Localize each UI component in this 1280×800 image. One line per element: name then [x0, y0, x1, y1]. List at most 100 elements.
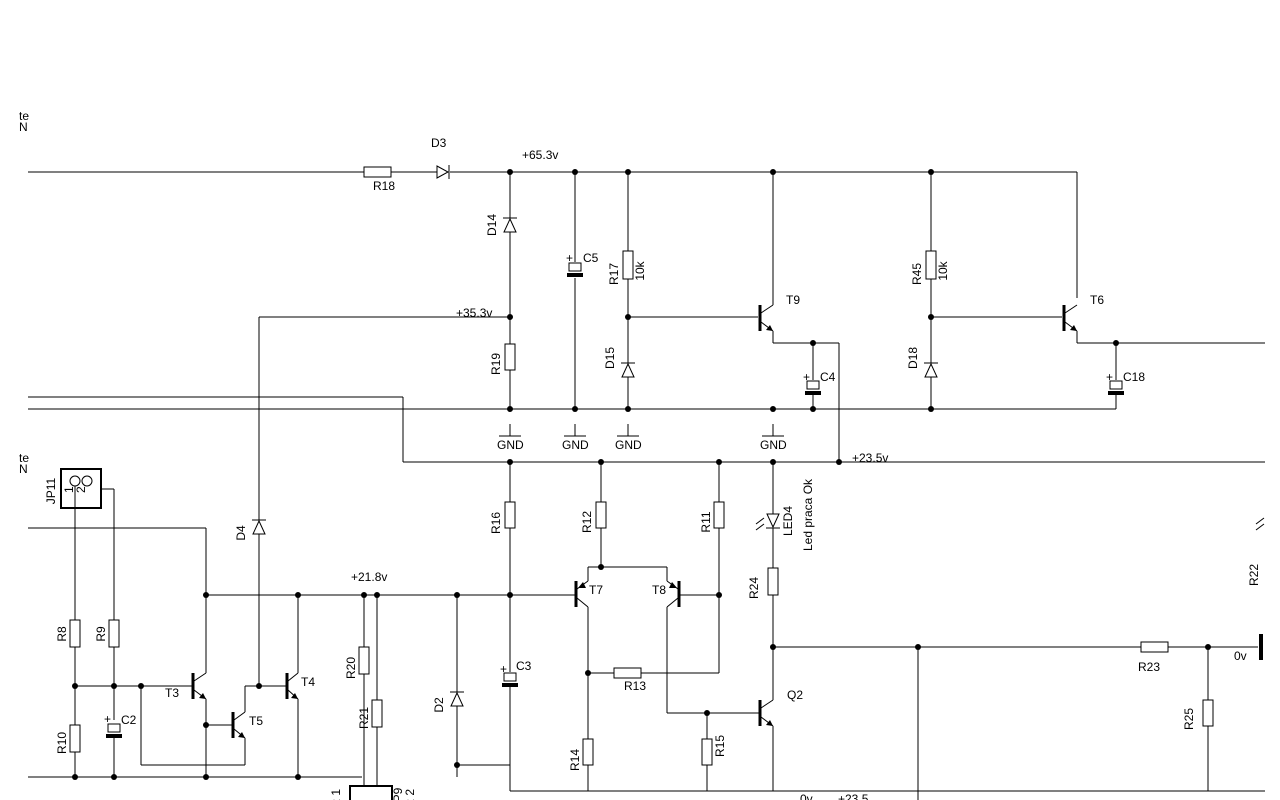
label-d2: D2 [432, 697, 446, 713]
label-r22: R22 [1247, 564, 1261, 586]
led-arrows-cutoff [1255, 517, 1265, 531]
polarity-plus: + [566, 251, 573, 265]
label-d15: D15 [603, 347, 617, 369]
diode-d2 [450, 691, 464, 707]
resistor-r24 [767, 567, 779, 596]
resistor-r15 [701, 738, 713, 766]
label-t9: T9 [786, 293, 800, 307]
transistor-t8 [666, 580, 681, 608]
net-label-23v: +23.5v [852, 451, 888, 465]
net-label-bottom-23: +23.5 [838, 792, 869, 800]
edge-label-top-line1: te [19, 109, 29, 123]
resistor-r16 [504, 501, 516, 529]
label-c3: C3 [516, 659, 532, 673]
label-d14: D14 [485, 214, 499, 236]
label-r14: R14 [568, 749, 582, 771]
resistor-r13 [613, 667, 642, 679]
label-r23: R23 [1138, 660, 1160, 674]
jp11-pin1: 1 [62, 486, 76, 493]
transistor-t5 [231, 711, 246, 739]
label-r8: R8 [55, 626, 69, 642]
diode-d3 [436, 165, 450, 179]
resistor-r18 [363, 166, 392, 178]
resistor-r9 [108, 619, 120, 648]
edge-label-mid-line2: N [19, 462, 28, 476]
resistor-r20 [358, 646, 370, 675]
label-r17: R17 [607, 263, 621, 285]
label-r18: R18 [373, 179, 395, 193]
label-c5: C5 [583, 251, 599, 265]
gnd-label: GND [562, 438, 589, 452]
gnd-symbol [499, 424, 521, 437]
label-r16: R16 [489, 512, 503, 534]
label-t5: T5 [249, 714, 263, 728]
label-p9: P9 [391, 787, 405, 800]
label-r11: R11 [699, 511, 713, 532]
label-r12: R12 [580, 511, 594, 533]
transistor-t9 [758, 304, 774, 332]
label-t4: T4 [301, 675, 315, 689]
resistor-r23 [1140, 641, 1169, 653]
capacitor-c3 [502, 672, 518, 687]
label-r45: R45 [910, 263, 924, 285]
label-r10: R10 [55, 732, 69, 754]
value-r45: 10k [936, 260, 950, 280]
label-d3: D3 [431, 136, 447, 150]
gnd-symbol [564, 424, 586, 437]
label-r21: R21 [357, 707, 371, 729]
gnd-symbol [617, 424, 639, 437]
junction [256, 683, 262, 689]
gnd-label: GND [760, 438, 787, 452]
jp11-pin2: 2 [74, 486, 88, 493]
label-led4: LED4 [781, 506, 795, 536]
p9-pin-a: z 1 [329, 789, 343, 800]
polarity-plus: + [1106, 370, 1113, 384]
polarity-plus: + [803, 370, 810, 384]
transistor-t4 [285, 672, 299, 700]
junction [625, 406, 631, 412]
capacitor-c5 [567, 262, 583, 277]
output-terminal [1259, 634, 1263, 660]
polarity-plus: + [500, 662, 507, 676]
transistor-t3 [191, 672, 207, 700]
capacitor-c18 [1108, 380, 1124, 395]
resistor-r19 [504, 343, 516, 371]
gnd-label: GND [497, 438, 524, 452]
transistor-t6 [1062, 304, 1078, 332]
resistor-r14 [582, 738, 594, 766]
net-label-65v: +65.3v [522, 148, 558, 162]
capacitor-c4 [805, 380, 821, 395]
label-r24: R24 [747, 577, 761, 599]
net-label-35v: +35.3v [456, 306, 492, 320]
diode-d4 [252, 519, 266, 535]
net-label-bottom-0v: 0v [800, 792, 813, 800]
resistor-r10 [69, 724, 81, 753]
value-r17: 10k [633, 260, 647, 280]
label-d18: D18 [906, 347, 920, 369]
desc-led4: Led praca Ok [801, 478, 815, 551]
junction [72, 774, 78, 780]
resistor-r8 [69, 619, 81, 648]
label-r25: R25 [1182, 708, 1196, 730]
top-rail-wires [28, 171, 1078, 298]
label-q2: Q2 [787, 688, 803, 702]
resistor-r11 [713, 501, 725, 529]
resistor-r17 [622, 250, 634, 280]
junction [111, 774, 117, 780]
capacitor-c2 [106, 723, 122, 738]
diode-d14 [503, 217, 517, 233]
transistor-t7 [574, 580, 589, 608]
label-d4: D4 [234, 525, 248, 541]
resistor-r45 [925, 250, 937, 280]
resistor-r25 [1202, 699, 1214, 727]
label-t7: T7 [589, 583, 603, 597]
gnd-label: GND [615, 438, 642, 452]
label-r20: R20 [344, 657, 358, 679]
edge-label-mid-line1: te [19, 451, 29, 465]
label-c4: C4 [820, 370, 836, 384]
junction [836, 459, 842, 465]
polarity-plus: + [104, 712, 111, 726]
net-label-21v: +21.8v [351, 570, 387, 584]
connector-p9 [349, 785, 393, 800]
